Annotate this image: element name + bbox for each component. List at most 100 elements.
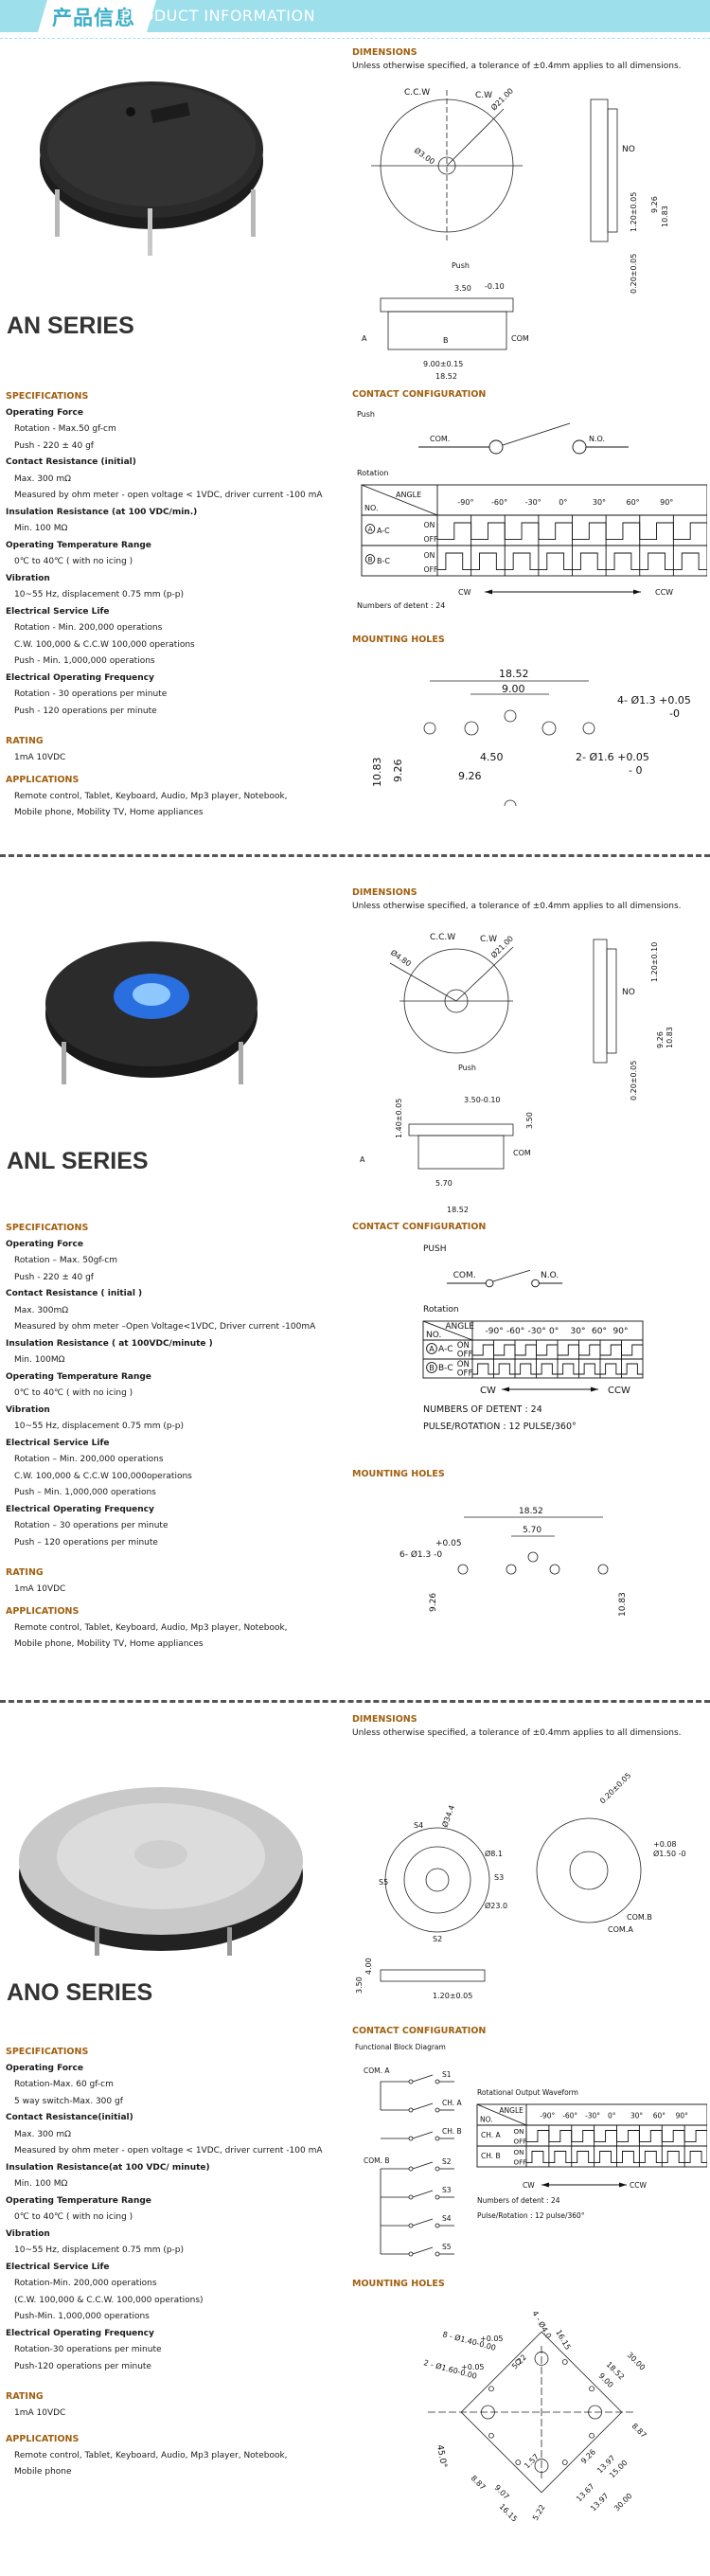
rotation-label: Rotation — [423, 1305, 459, 1315]
spec-heading: Operating Temperature Range — [6, 1371, 151, 1382]
dimensions-heading: DIMENSIONS — [352, 887, 417, 898]
dim-w1852: 18.52 — [435, 372, 457, 381]
rotation-label: Rotation — [357, 469, 388, 477]
dim-cw: C.W — [475, 91, 492, 100]
angle-tick: -60° — [506, 1327, 524, 1336]
spec-heading: Electrical Operating Frequency — [6, 1504, 154, 1514]
dim-push: Push — [452, 261, 470, 270]
spec-value: Rotation - Min. 200,000 operations — [14, 623, 163, 633]
spec-value: Rotation - 30 operations per minute — [14, 689, 168, 699]
applications-line: Remote control, Tablet, Keyboard, Audio,… — [14, 791, 288, 801]
channel-label: CH. A — [481, 2131, 502, 2139]
mount-h926: 9.26 — [392, 760, 404, 783]
tolerance-note: Unless otherwise specified, a tolerance … — [352, 62, 682, 71]
spec-value: Push – 120 operations per minute — [14, 1537, 158, 1547]
spec-value: Rotation-Min. 200,000 operations — [14, 2279, 157, 2288]
on-label: ON — [424, 521, 435, 529]
mount-w926: 9.26 — [458, 770, 482, 782]
ccw-label: CCW — [608, 1386, 630, 1396]
cw-label: CW — [523, 2181, 535, 2190]
switch-label: CH. A — [442, 2099, 463, 2107]
channel-id: A — [429, 1344, 435, 1353]
spec-heading: Insulation Resistance(at 100 VDC/ minute… — [6, 2162, 210, 2173]
angle-tick: 60° — [627, 498, 640, 507]
dim-p008: +0.08 — [653, 1840, 677, 1849]
spec-value: Min. 100 MΩ — [14, 524, 68, 533]
angle-label: ANGLE — [445, 1322, 474, 1332]
off-label: OFF — [514, 2137, 527, 2145]
ccw-label: CCW — [655, 588, 673, 597]
page-header: 产品信息 PRODUCT INFORMATION — [0, 0, 710, 32]
spec-value: (C.W. 100,000 & C.C.W. 100,000 operation… — [14, 2295, 204, 2305]
spec-value: 10~55 Hz, displacement 0.75 mm (p-p) — [14, 1422, 185, 1431]
spec-value: 0℃ to 40℃ ( with no icing ) — [14, 2212, 133, 2222]
dim-s120: 1.20±0.10 — [650, 942, 659, 982]
waveform-line — [472, 1363, 643, 1375]
spec-value: C.W. 100,000 & C.C.W 100,000 operations — [14, 639, 195, 650]
spec-heading: Operating Temperature Range — [6, 2195, 151, 2206]
pulse-rotation: PULSE/ROTATION : 12 PULSE/360° — [423, 1422, 577, 1432]
arrow-head-left — [541, 2182, 549, 2188]
on-label: ON — [457, 1341, 470, 1351]
dim-ccw: C.C.W — [430, 933, 455, 942]
off-label: OFF — [424, 565, 438, 574]
header-title-en: PRODUCT INFORMATION — [121, 7, 316, 25]
angle-tick: -30° — [585, 2111, 600, 2120]
dim-s1083: 10.83 — [666, 1027, 674, 1048]
switch-label: S5 — [442, 2243, 452, 2251]
spec-value: 10~55 Hz, displacement 0.75 mm (p-p) — [14, 590, 185, 599]
dim-com: COM — [513, 1149, 531, 1157]
dim-h140: 1.40±0.05 — [395, 1099, 403, 1138]
spec-value: Push-120 operations per minute — [14, 2361, 151, 2371]
dim-cw: C.W — [480, 935, 497, 944]
angle-tick: 60° — [592, 1327, 607, 1336]
channel-label: A-C — [438, 1345, 453, 1354]
spec-heading: Insulation Resistance (at 100 VDC/min.) — [6, 507, 198, 517]
contact-heading: CONTACT CONFIGURATION — [352, 2026, 487, 2036]
dim-s020: 0.20±0.05 — [630, 1061, 638, 1100]
spec-value: Rotation-30 operations per minute — [14, 2345, 162, 2354]
mount-dim-label: 5.22 — [510, 2352, 528, 2370]
dimension-drawing-ano: S4 S5 S2 S3 Ø34.4 Ø8.1 Ø23.0 COM.A COM.B… — [355, 1771, 686, 2000]
mount-angle: 45.0° — [435, 2444, 448, 2469]
waveform-table — [422, 1320, 644, 1379]
on-label: ON — [514, 2127, 524, 2136]
spec-value: Min. 100MΩ — [14, 1355, 65, 1365]
mount-hole6-plus: +0.05 — [435, 1539, 462, 1548]
mount-dim-label: 8.87 — [630, 2422, 648, 2440]
dim-h350: 3.50 — [355, 1977, 364, 1994]
mounting-heading: MOUNTING HOLES — [352, 2279, 445, 2289]
dim-ccw: C.C.W — [404, 88, 430, 98]
angle-tick: 30° — [630, 2111, 644, 2120]
dim-d81: Ø8.1 — [485, 1849, 503, 1858]
dim-w350: 3.50 — [454, 284, 471, 293]
dim-s4: S4 — [414, 1821, 423, 1830]
dim-h020: 0.20±0.05 — [598, 1771, 632, 1805]
dim-w350: 3.50-0.10 — [464, 1096, 501, 1104]
mount-dim-label: 9.07 — [493, 2483, 511, 2501]
waveform-label: Rotational Output Waveform — [477, 2088, 578, 2097]
channel-label: B-C — [377, 557, 390, 565]
dim-s120: 1.20±0.05 — [630, 192, 638, 232]
dim-d344: Ø34.4 — [439, 1804, 456, 1829]
waveform-line — [526, 2151, 707, 2164]
dim-com: COM — [511, 334, 529, 343]
angle-tick: -60° — [491, 498, 507, 507]
mount-dim-label: 9.00 — [597, 2371, 615, 2389]
spec-value: Measured by ohm meter –Open Voltage<1VDC… — [14, 1322, 316, 1332]
spec-heading: Insulation Resistance ( at 100VDC/minute… — [6, 1338, 213, 1349]
applications-line: Mobile phone, Mobility TV, Home applianc… — [14, 808, 204, 817]
series-title-anl: ANL SERIES — [7, 1148, 149, 1174]
dim-w570: 5.70 — [435, 1179, 453, 1188]
mount-w570: 5.70 — [523, 1526, 541, 1535]
angle-tick: 90° — [613, 1327, 629, 1336]
no-label: N.O. — [541, 1271, 559, 1280]
spec-value: Measured by ohm meter - open voltage < 1… — [14, 491, 323, 500]
dimensions-heading: DIMENSIONS — [352, 1714, 417, 1725]
dim-s1083: 10.83 — [661, 206, 669, 227]
com-label: COM. — [453, 1271, 476, 1280]
spec-value: Push - 120 operations per minute — [14, 706, 157, 716]
product-photo-ano — [19, 1787, 303, 1956]
mount-dim-label: 8.87 — [470, 2474, 488, 2492]
